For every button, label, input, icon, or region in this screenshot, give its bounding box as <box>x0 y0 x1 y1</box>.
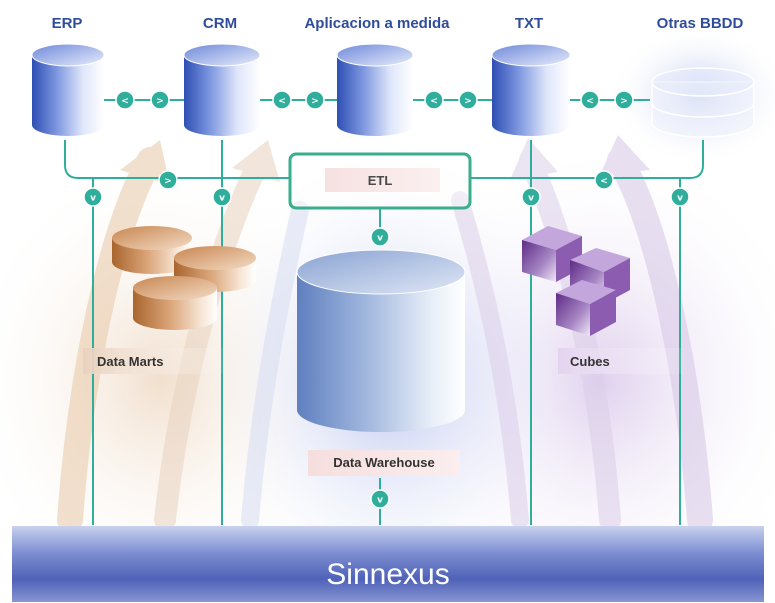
svg-text:<: < <box>121 97 129 107</box>
left-connector-icon: < <box>272 90 292 110</box>
source-label-erp: ERP <box>52 15 83 32</box>
etl-box: ETL <box>288 152 472 210</box>
data-marts-icon <box>112 226 256 330</box>
crm-database-icon <box>183 43 261 136</box>
left-connector-icon: < <box>580 90 600 110</box>
data-marts-label-bg <box>83 348 233 374</box>
svg-text:<: < <box>586 97 594 107</box>
svg-text:>: > <box>311 97 319 107</box>
cubes-label: Cubes <box>570 354 610 369</box>
svg-text:<: < <box>600 177 608 187</box>
cubes-icon <box>522 226 630 336</box>
svg-text:v: v <box>377 234 383 244</box>
svg-text:>: > <box>464 97 472 107</box>
svg-text:v: v <box>219 194 225 204</box>
source-labels: ERP CRM Aplicacion a medida TXT Otras BB… <box>52 15 744 32</box>
down-connector-icon: v <box>370 489 390 509</box>
erp-database-icon <box>31 43 105 136</box>
source-label-txt: TXT <box>515 15 543 32</box>
connectors: < > < > < > < > <box>83 90 690 509</box>
left-connector-icon: < <box>115 90 135 110</box>
left-connector-icon: < <box>594 170 614 190</box>
down-connector-icon: v <box>370 227 390 247</box>
svg-text:v: v <box>90 194 96 204</box>
svg-text:>: > <box>620 97 628 107</box>
left-connector-icon: < <box>424 90 444 110</box>
txt-database-icon <box>491 43 571 136</box>
cubes-label-bg <box>558 348 693 374</box>
source-label-otras: Otras BBDD <box>657 15 744 32</box>
footer-bar: Sinnexus <box>12 526 764 602</box>
right-connector-icon: > <box>158 170 178 190</box>
svg-text:v: v <box>677 194 683 204</box>
data-warehouse-label-bg <box>308 450 460 476</box>
down-connector-icon: v <box>670 187 690 207</box>
down-connector-icon: v <box>83 187 103 207</box>
source-label-crm: CRM <box>203 15 237 32</box>
svg-text:<: < <box>278 97 286 107</box>
app-database-icon <box>336 43 414 136</box>
data-marts-label: Data Marts <box>97 354 163 369</box>
otras-bbdd-database-icon <box>651 67 755 138</box>
right-connector-icon: > <box>614 90 634 110</box>
svg-text:>: > <box>156 97 164 107</box>
brand-label: Sinnexus <box>326 558 449 591</box>
right-connector-icon: > <box>150 90 170 110</box>
down-connector-icon: v <box>521 187 541 207</box>
svg-text:v: v <box>528 194 534 204</box>
svg-text:v: v <box>377 496 383 506</box>
down-connector-icon: v <box>212 187 232 207</box>
data-warehouse-label: Data Warehouse <box>333 455 434 470</box>
right-connector-icon: > <box>305 90 325 110</box>
right-connector-icon: > <box>458 90 478 110</box>
etl-label: ETL <box>368 173 393 188</box>
svg-text:>: > <box>164 177 172 187</box>
data-warehouse-icon <box>296 249 466 432</box>
svg-text:<: < <box>430 97 438 107</box>
source-label-app: Aplicacion a medida <box>304 15 450 32</box>
